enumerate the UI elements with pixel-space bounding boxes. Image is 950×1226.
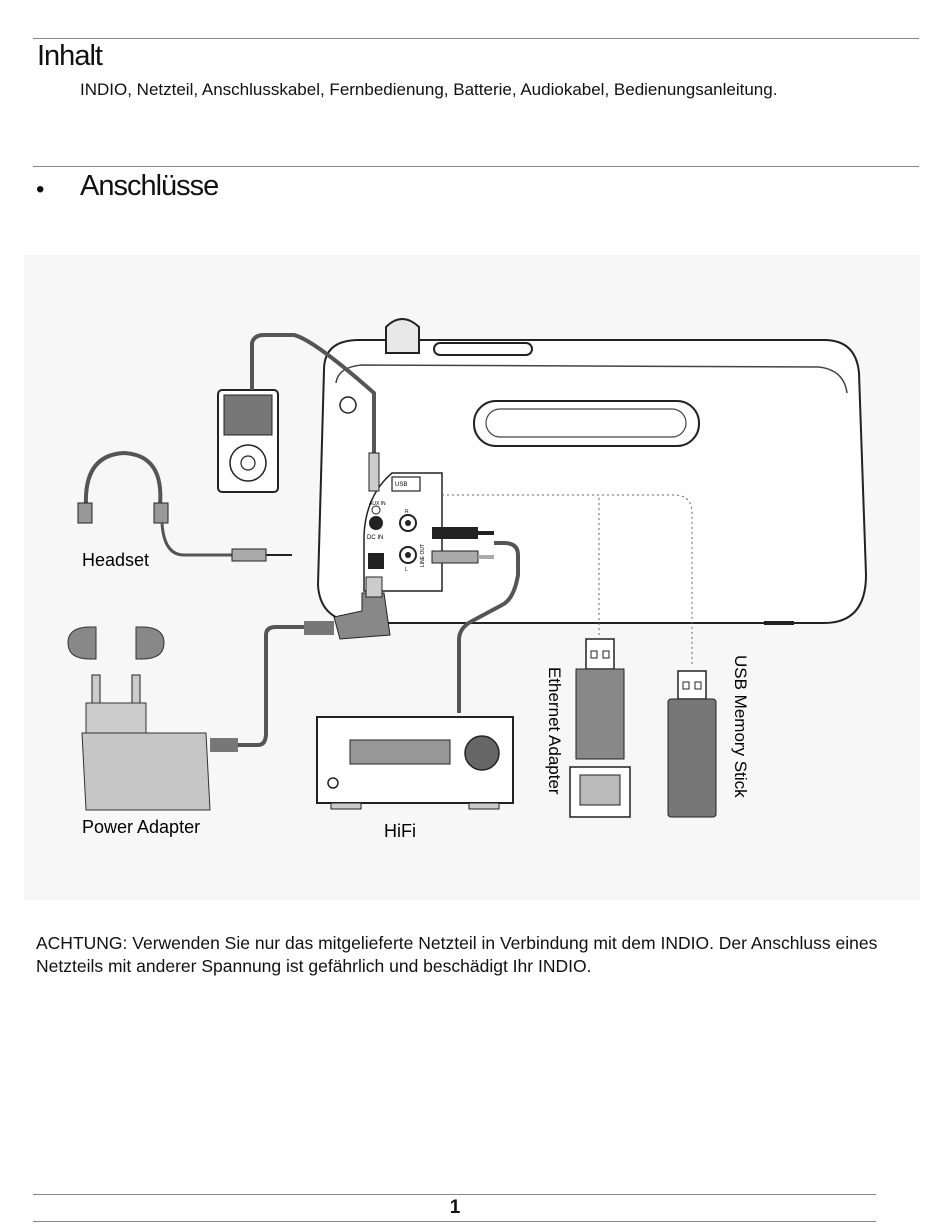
page-number: 1	[449, 1197, 461, 1218]
headset-label: Headset	[82, 550, 149, 570]
footer-rule-bottom	[33, 1221, 876, 1222]
bullet-icon: •	[36, 176, 45, 203]
section-rule	[33, 166, 919, 167]
dc-in-label: DC IN	[367, 535, 383, 541]
ethernet-adapter-icon: Ethernet Adapter	[442, 494, 631, 818]
aux-in-label: AUX IN	[369, 501, 386, 507]
warning-text: Verwenden Sie nur das mitgelieferte Netz…	[36, 933, 878, 976]
usb-port-label: USB	[395, 482, 407, 488]
hifi-icon: HiFi	[316, 527, 520, 841]
headset-icon: Headset	[77, 450, 292, 570]
warning-prefix: ACHTUNG:	[36, 933, 128, 953]
line-out-label: LINE OUT	[420, 544, 426, 567]
power-adapter-label: Power Adapter	[82, 817, 200, 837]
usb-memory-stick-label: USB Memory Stick	[731, 655, 750, 798]
radio-body: USB AUX IN DC IN R L LINE OUT	[316, 318, 868, 625]
section-heading-inhalt: Inhalt	[37, 40, 103, 72]
power-adapter-icon: Power Adapter	[81, 576, 391, 837]
connection-diagram: USB AUX IN DC IN R L LINE OUT Headset	[24, 255, 920, 900]
right-channel-label: R	[405, 509, 409, 515]
package-contents-text: INDIO, Netzteil, Anschlusskabel, Fernbed…	[80, 80, 778, 99]
mp3-player	[217, 333, 380, 493]
ethernet-adapter-label: Ethernet Adapter	[545, 667, 564, 795]
footer-rule-top	[33, 1194, 876, 1195]
left-channel-label: L	[405, 567, 408, 573]
hifi-label: HiFi	[384, 821, 416, 841]
usb-memory-stick-icon: USB Memory Stick	[442, 494, 750, 818]
section-heading-anschluesse: Anschlüsse	[80, 170, 219, 202]
earphones-icon	[67, 626, 165, 660]
top-rule	[33, 38, 919, 39]
warning-note: ACHTUNG: Verwenden Sie nur das mitgelief…	[36, 932, 916, 978]
